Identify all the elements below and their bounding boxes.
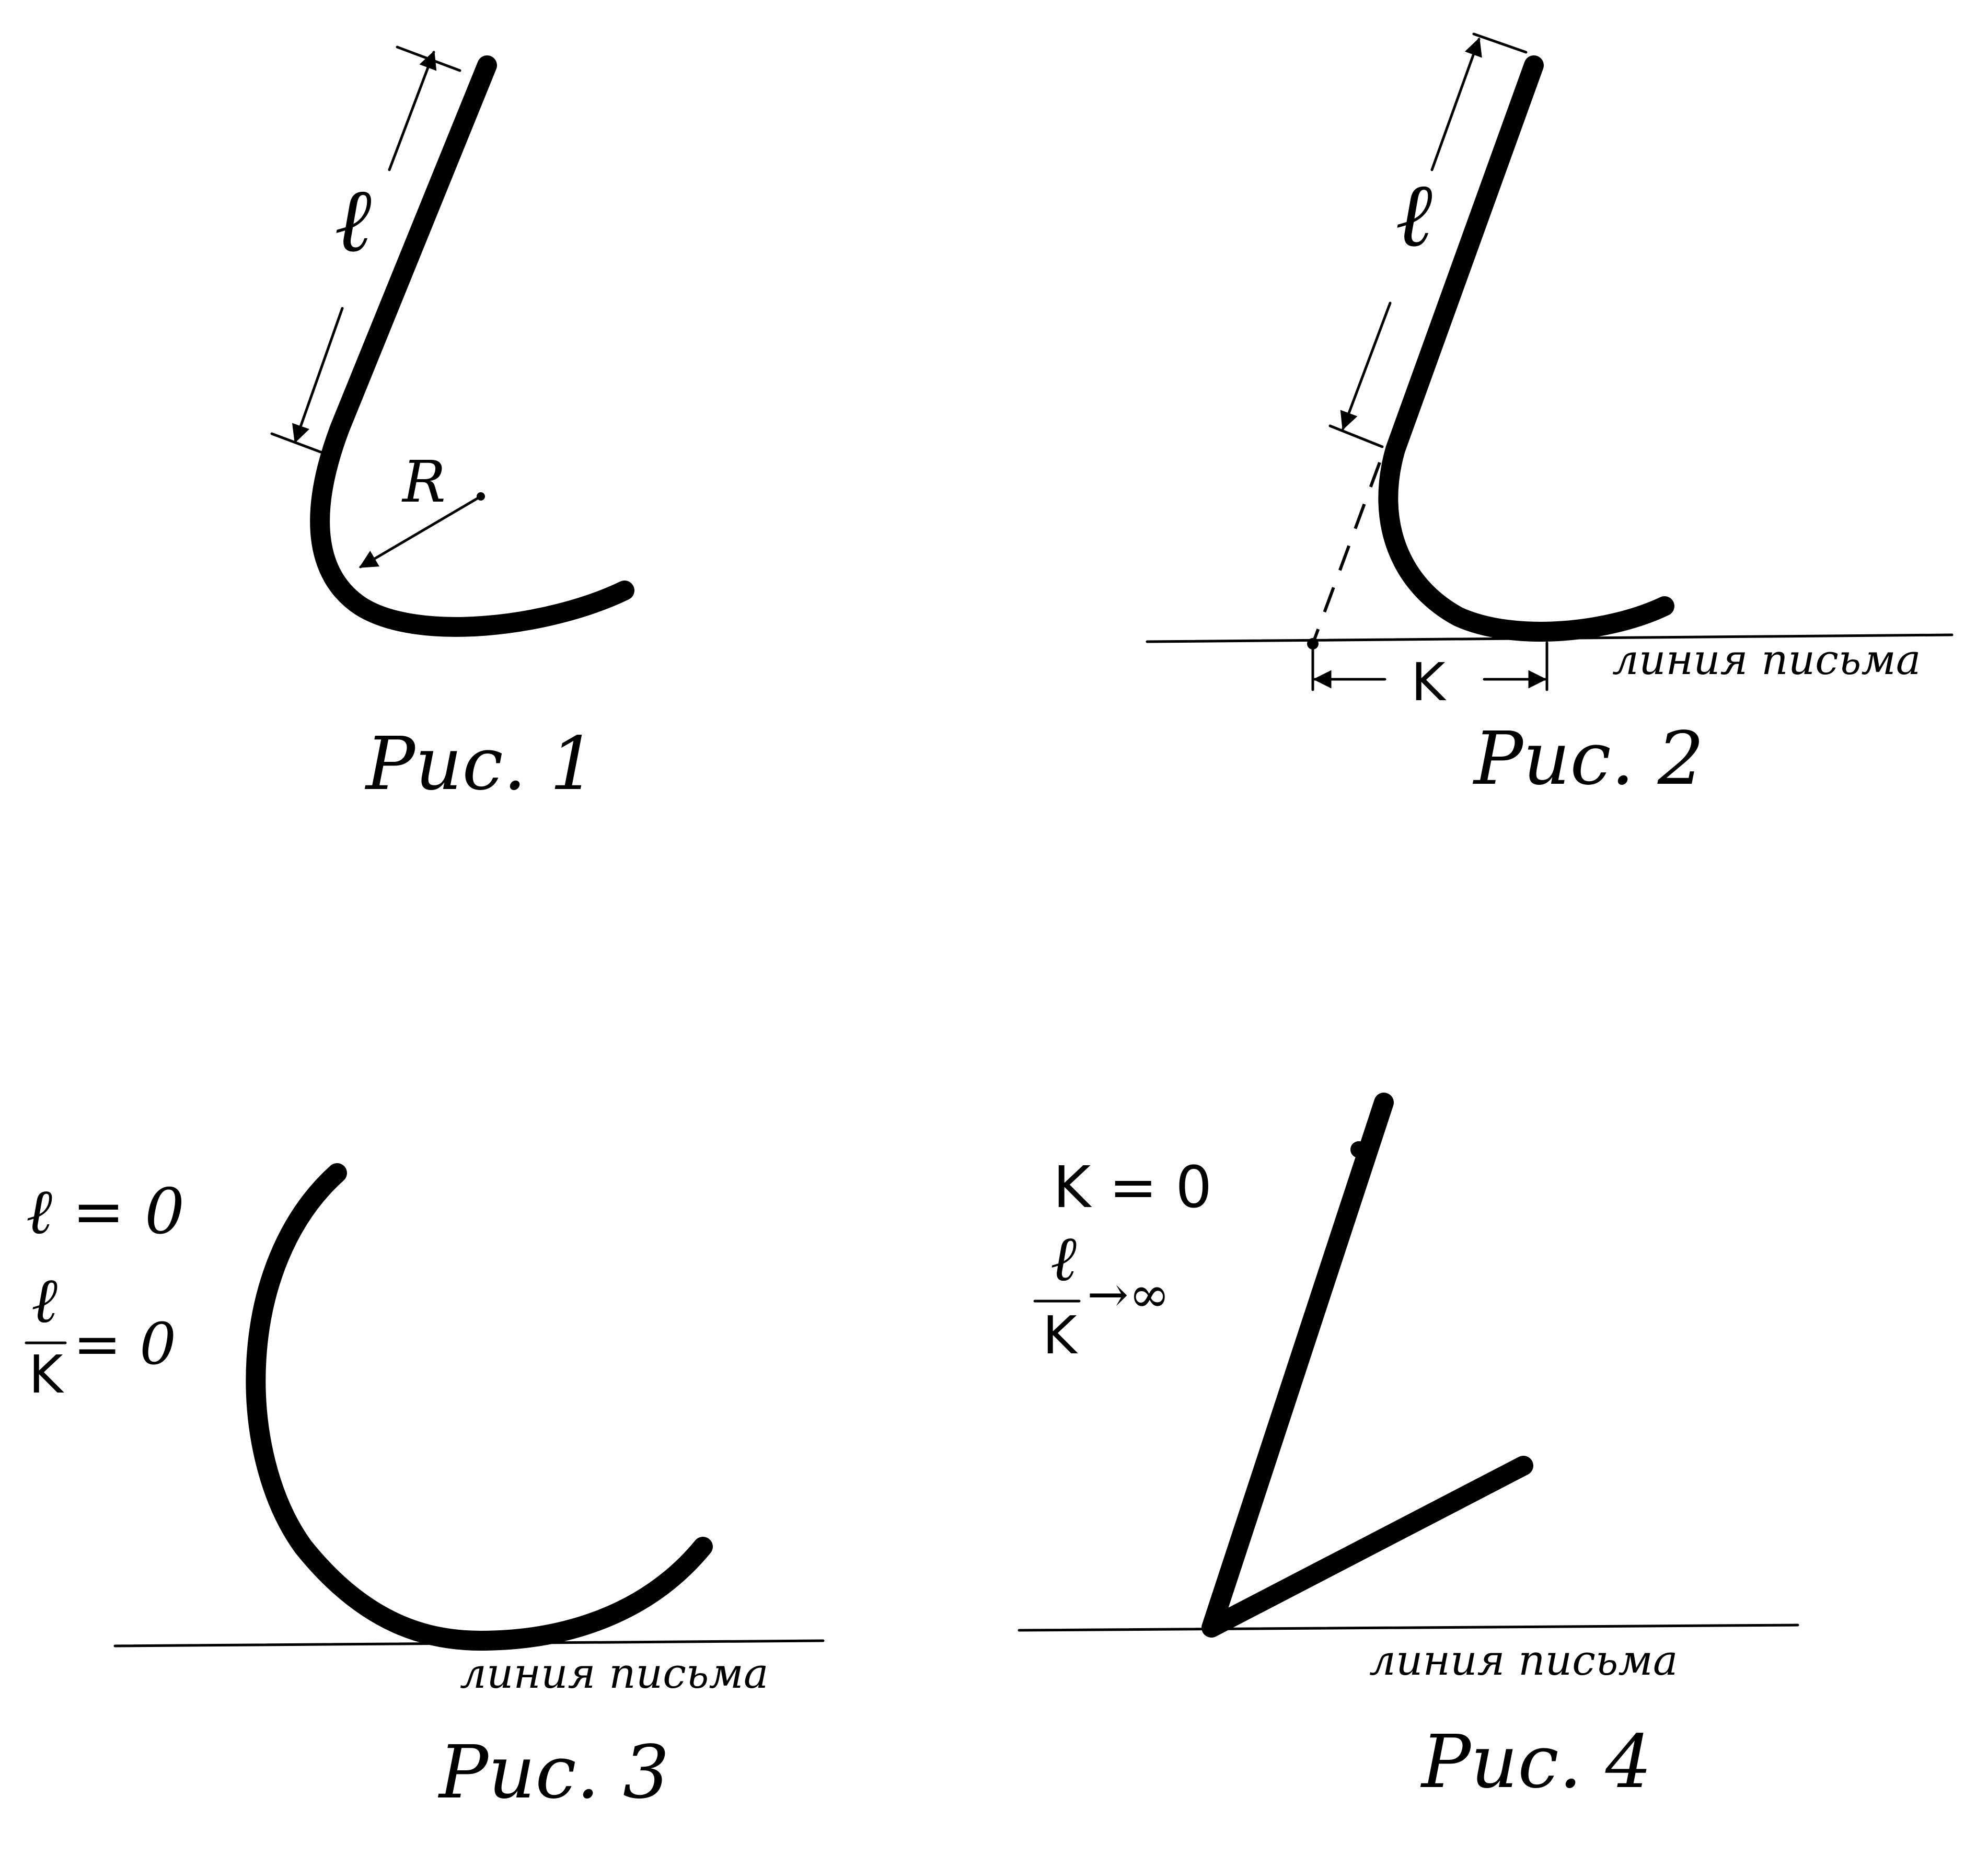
figure-2: ℓ K линия письма Рис. 2 [1146, 32, 1954, 802]
figure-1: ℓ R Рис. 1 [270, 45, 634, 807]
fig1-dim-arrow-upper [388, 50, 437, 171]
fig3-frac-rhs: = 0 [73, 1310, 176, 1377]
fig2-dim-tick-top [1472, 32, 1528, 54]
fig1-caption: Рис. 1 [364, 722, 596, 807]
figure-4: K = 0 ℓ K →∞ линия письма Рис. 4 [1018, 1093, 1799, 1805]
fig4-frac-rhs: →∞ [1087, 1266, 1170, 1324]
fig1-radius-arrow [359, 495, 482, 569]
fig2-length-label: ℓ [1395, 164, 1432, 267]
fig2-extension-point [1307, 638, 1319, 649]
fig4-baseline-label: линия письма [1369, 1636, 1678, 1685]
fig1-dim-arrow-lower [292, 307, 344, 444]
fig2-dim-arrow-lower [1340, 301, 1392, 431]
fig2-k-label: K [1411, 652, 1447, 713]
fig4-frac-num: ℓ [1050, 1223, 1077, 1295]
fig4-v-stroke [1201, 1093, 1533, 1638]
fig2-hook-stroke [1378, 55, 1674, 642]
fig2-dashed-extension [1311, 461, 1381, 645]
fig2-baseline-label: линия письма [1612, 635, 1921, 684]
fig1-radius-label: R [401, 448, 446, 515]
fig4-baseline [1018, 1623, 1799, 1632]
fig1-length-label: ℓ [334, 169, 372, 272]
fig4-frac-den: K [1043, 1305, 1078, 1366]
fig4-caption: Рис. 4 [1420, 1720, 1652, 1805]
fig1-dim-tick-bottom [270, 432, 336, 459]
fig2-dim-arrow-upper [1430, 37, 1482, 171]
fig4-stroke-dot [1350, 1141, 1367, 1158]
fig3-frac-den: K [29, 1344, 64, 1405]
fig3-frac-num: ℓ [31, 1265, 57, 1337]
fig3-arc-stroke [246, 1163, 713, 1651]
fig3-caption: Рис. 3 [437, 1730, 669, 1815]
fig4-eq1: K = 0 [1053, 1154, 1212, 1221]
fig3-baseline-label: линия письма [460, 1649, 769, 1698]
figure-3: ℓ = 0 ℓ K = 0 линия письма Рис. 3 [25, 1163, 825, 1815]
fig3-eq1: ℓ = 0 [26, 1176, 184, 1248]
fig1-radius-center [477, 492, 485, 501]
fig1-hook-stroke [310, 55, 634, 637]
fig2-caption: Рис. 2 [1472, 716, 1704, 802]
fig2-dim-tick-bottom [1328, 424, 1384, 448]
